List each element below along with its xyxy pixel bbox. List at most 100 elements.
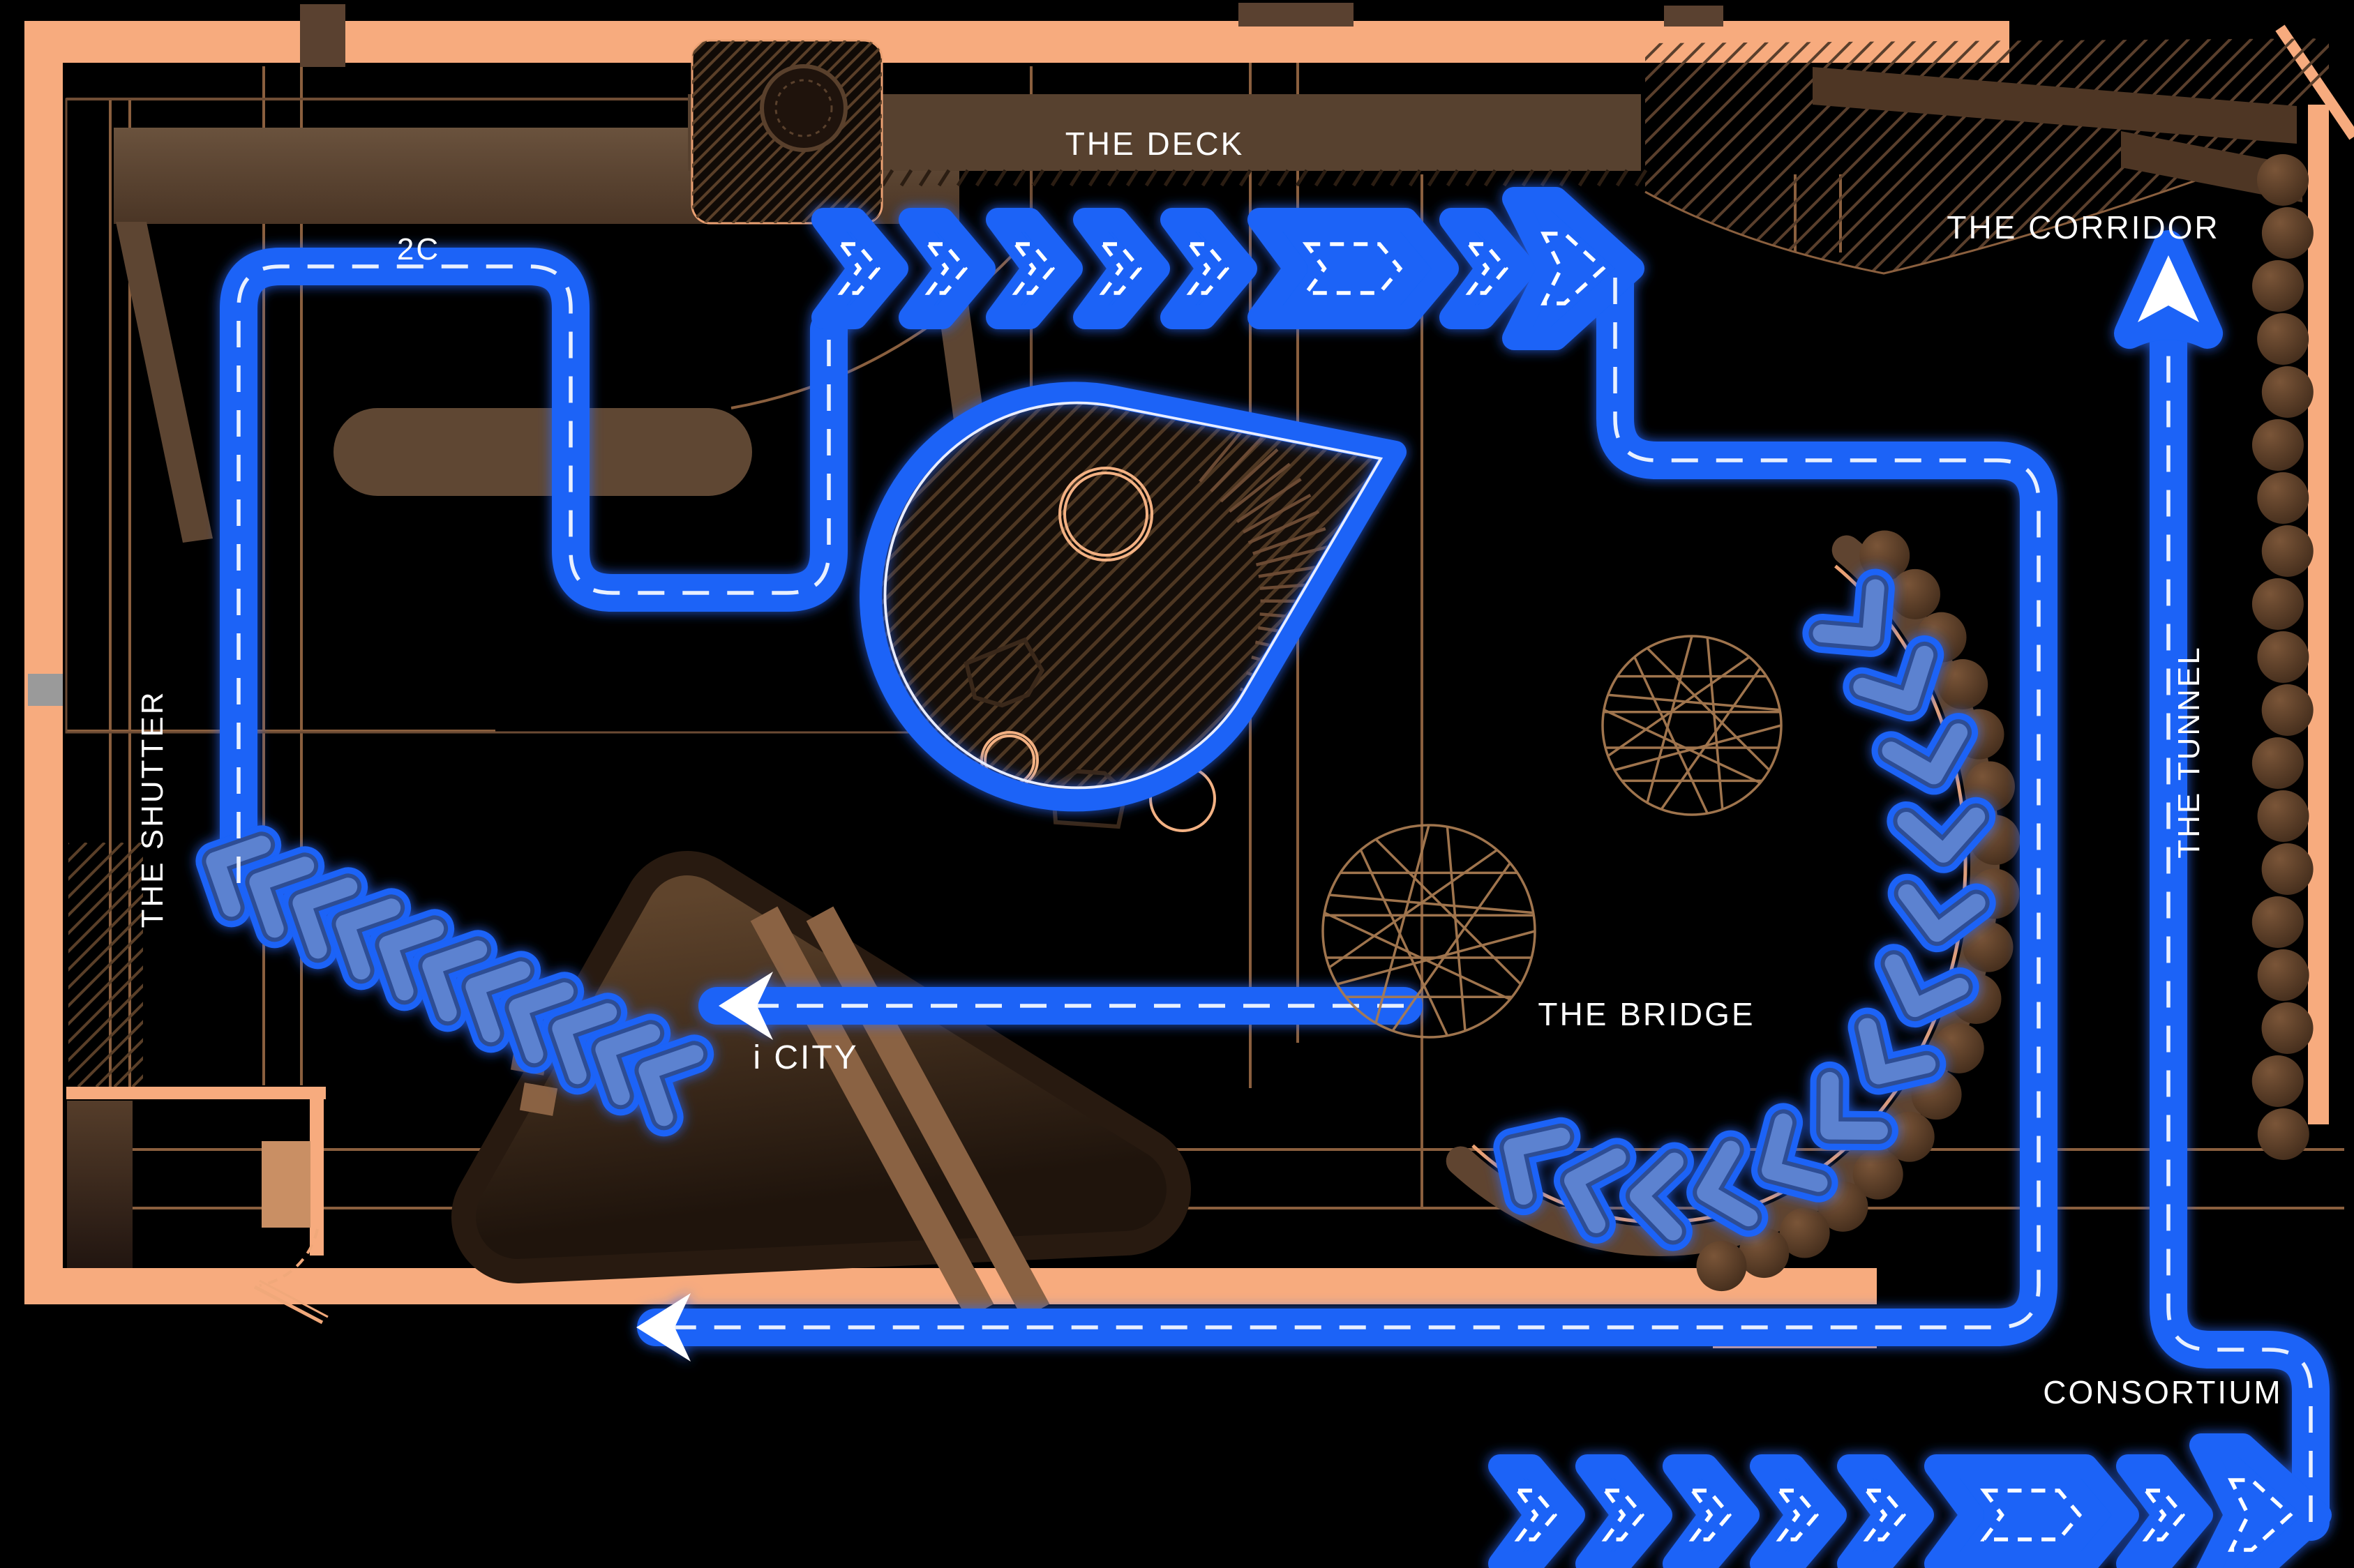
chevron-arrow-icon bbox=[585, 1013, 671, 1116]
area-label-2c: 2C bbox=[397, 232, 440, 266]
bead-column-circle bbox=[2257, 313, 2309, 365]
chevron-arrow-icon bbox=[1619, 1142, 1694, 1251]
bead-column-circle bbox=[2257, 631, 2309, 683]
chevron-arrow-icon bbox=[455, 951, 541, 1053]
chevron-arrow-icon bbox=[1553, 1138, 1637, 1244]
chevron-dash-outline bbox=[1601, 1488, 1645, 1541]
bead-column-circle bbox=[2251, 896, 2304, 948]
arrowhead-icon bbox=[2189, 1433, 2332, 1568]
geodesic-sphere bbox=[1321, 824, 1536, 1039]
arrowhead-icon bbox=[636, 1293, 691, 1362]
bead-arc-circle bbox=[1696, 1241, 1747, 1292]
bead-column-circle bbox=[2261, 843, 2314, 895]
chevron-arrow-icon bbox=[1802, 568, 1895, 657]
wall-hatch bbox=[68, 843, 143, 1087]
bead-arc-circle bbox=[1889, 568, 1940, 619]
pod-route-outline bbox=[860, 382, 1407, 812]
bead-column-circle bbox=[2261, 684, 2314, 736]
bead-arc-circle bbox=[1859, 530, 1910, 581]
chevron-dash-outline bbox=[1980, 1488, 2083, 1541]
route-dashes bbox=[237, 264, 2313, 1522]
walls-layer bbox=[24, 3, 2354, 1348]
chevron-dash-outline bbox=[1186, 242, 1230, 295]
area-label-corridor: THE CORRIDOR bbox=[1947, 209, 2219, 246]
door-swing-arc bbox=[259, 1228, 319, 1287]
geodesic-spheres bbox=[1321, 635, 1783, 1039]
pod-route-innerline bbox=[883, 401, 1384, 790]
chevron-dash-outline bbox=[837, 242, 881, 295]
bead-column-circle bbox=[2257, 790, 2309, 842]
area-label-shutter: THE SHUTTER bbox=[135, 691, 170, 928]
arrowhead-icon bbox=[719, 972, 773, 1040]
door-panel bbox=[262, 1141, 310, 1228]
corridor-direction-arrow bbox=[2114, 230, 2223, 349]
chevron-arrow-icon bbox=[541, 993, 628, 1095]
bead-column-circle bbox=[2257, 472, 2309, 524]
small-chevron-arrows bbox=[195, 568, 1996, 1251]
chevron-arrow-icon bbox=[1874, 944, 1979, 1028]
southwest-rooms bbox=[66, 1087, 329, 1325]
round-planter bbox=[760, 64, 848, 152]
chevron-bands bbox=[811, 187, 2332, 1568]
chevron-arrow-icon bbox=[368, 909, 455, 1011]
bead-arc-circle bbox=[1739, 1228, 1790, 1279]
visitor-routes bbox=[195, 187, 2332, 1568]
chevron-dash-outline bbox=[1012, 242, 1056, 295]
area-label-deck: THE DECK bbox=[1065, 126, 1245, 162]
bead-column-circle bbox=[2251, 737, 2304, 789]
chevron-arrow-icon bbox=[1887, 797, 1996, 873]
chevron-arrow-icon bbox=[1751, 1103, 1838, 1203]
chevron-arrow-icon bbox=[239, 846, 325, 949]
chevron-arrow-icon bbox=[412, 930, 498, 1032]
bead-column-circle bbox=[2261, 525, 2314, 577]
bead-column-circle bbox=[2257, 154, 2309, 206]
bead-column-circle bbox=[2261, 366, 2314, 418]
tunnel-bead-wall bbox=[2251, 154, 2314, 1160]
chevron-dash-outline bbox=[2228, 1478, 2293, 1552]
chevron-arrow-icon bbox=[498, 972, 585, 1074]
chevron-dash-outline bbox=[1302, 242, 1403, 295]
bead-column-circle bbox=[2257, 949, 2309, 1001]
top-wall bbox=[24, 21, 2009, 63]
chevron-arrow-icon bbox=[325, 888, 412, 990]
bead-column-circle bbox=[2251, 578, 2304, 630]
icity-island bbox=[451, 851, 1191, 1319]
bead-column-circle bbox=[2261, 207, 2314, 259]
right-wall bbox=[2308, 105, 2329, 1124]
chevron-arrow-icon bbox=[1247, 208, 1459, 329]
chevron-dash-outline bbox=[1514, 1488, 1558, 1541]
chevron-arrow-icon bbox=[628, 1034, 714, 1137]
chevron-dash-outline bbox=[1465, 242, 1509, 295]
chevron-dash-outline bbox=[1099, 242, 1143, 295]
bead-arc-circle bbox=[1937, 658, 1988, 709]
bead-arc-circle bbox=[1852, 1149, 1903, 1200]
ramp-band bbox=[806, 906, 1050, 1319]
area-label-icity: i CITY bbox=[753, 1039, 858, 1076]
chevron-dash-outline bbox=[2142, 1488, 2186, 1541]
chevron-dash-outline bbox=[924, 242, 968, 295]
chevron-arrow-icon bbox=[1493, 1117, 1581, 1216]
deck-structure bbox=[688, 39, 1648, 225]
bead-column-circle bbox=[2251, 1055, 2304, 1107]
chevron-dash-outline bbox=[1540, 232, 1606, 306]
area-label-tunnel: THE TUNNEL bbox=[2172, 645, 2206, 858]
chevron-dash-outline bbox=[1863, 1488, 1907, 1541]
corner-wall-diagonal bbox=[2275, 24, 2354, 140]
ramp-band bbox=[750, 906, 994, 1319]
left-wall bbox=[24, 21, 63, 1304]
chevron-arrow-icon bbox=[1843, 635, 1944, 722]
bead-arc-circle bbox=[1933, 1023, 1984, 1073]
dark-room bbox=[67, 1101, 133, 1268]
chevron-arrow-icon bbox=[1810, 1061, 1898, 1151]
bridge-bead-wall bbox=[1696, 530, 2021, 1292]
bead-arc-circle bbox=[1963, 921, 2014, 972]
geodesic-sphere bbox=[1601, 635, 1783, 816]
chevron-dash-outline bbox=[1776, 1488, 1820, 1541]
bead-column-circle bbox=[2261, 1002, 2314, 1054]
chevron-arrow-icon bbox=[282, 867, 368, 970]
chevron-arrow-icon bbox=[1871, 713, 1979, 795]
chevron-arrow-icon bbox=[1924, 1454, 2139, 1568]
area-label-bridge: THE BRIDGE bbox=[1538, 996, 1755, 1032]
